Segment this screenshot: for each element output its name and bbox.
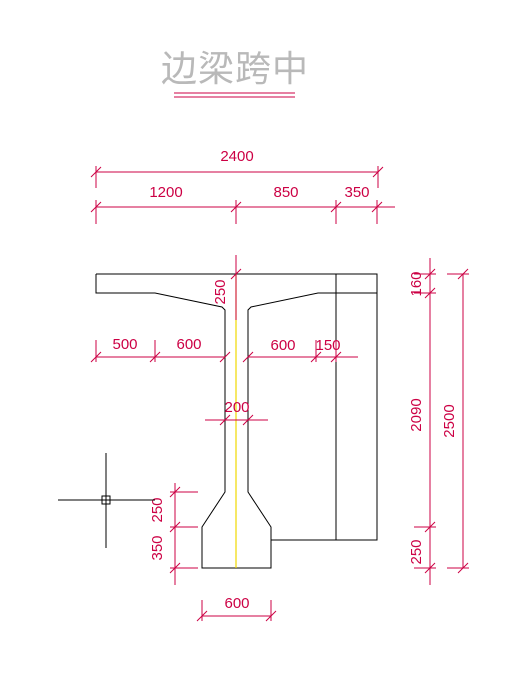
label-top-flange-thickness: 250 <box>212 279 229 304</box>
label-cant-600-right: 600 <box>270 337 295 354</box>
dim-total-width <box>90 166 384 188</box>
dim-right-segments <box>414 258 436 585</box>
beam-outline <box>95 273 378 569</box>
label-cant-600-left: 600 <box>176 336 201 353</box>
label-total-width: 2400 <box>220 148 253 165</box>
label-edge-width: 350 <box>344 184 369 201</box>
label-bulb-height: 350 <box>149 535 166 560</box>
dim-web-thickness <box>205 414 268 426</box>
dim-top-segments <box>90 200 395 224</box>
label-cant-500: 500 <box>112 336 137 353</box>
dim-cantilever-row <box>90 340 358 363</box>
label-cant-150: 150 <box>315 337 340 354</box>
dim-top-flange-thickness <box>230 255 242 320</box>
dim-bulb-vertical <box>169 483 198 585</box>
label-left-flange: 1200 <box>149 184 182 201</box>
label-right-top: 160 <box>408 271 425 296</box>
label-bulb-taper: 250 <box>149 497 166 522</box>
label-right-mid: 2090 <box>408 398 425 431</box>
label-total-height: 2500 <box>441 404 458 437</box>
dim-bottom-width <box>196 600 277 622</box>
dim-total-height <box>447 268 469 574</box>
label-right-bottom: 250 <box>408 539 425 564</box>
crosshair-cursor-icon <box>58 453 155 548</box>
label-web-thickness: 200 <box>224 399 249 416</box>
label-right-flange: 850 <box>273 184 298 201</box>
drawing-title: 边梁跨中 <box>160 49 309 90</box>
label-bottom-width: 600 <box>224 595 249 612</box>
